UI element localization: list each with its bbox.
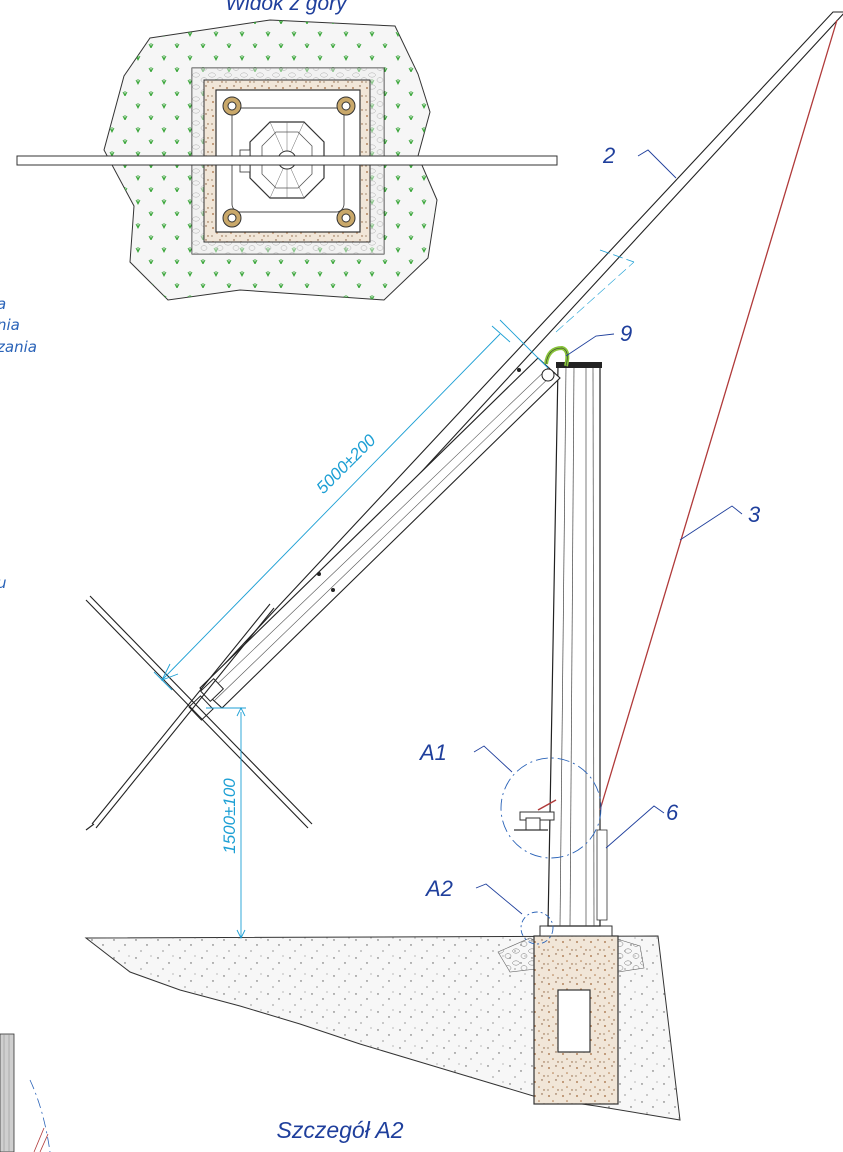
svg-text:6: 6 xyxy=(666,800,679,825)
dim-height: 1500±100 xyxy=(220,778,239,854)
fragment-2: nia xyxy=(0,316,20,334)
callout-9: 9 xyxy=(565,321,632,357)
svg-text:2: 2 xyxy=(602,143,615,168)
dimension-1500 xyxy=(206,706,246,940)
anchor-bolt-icon xyxy=(222,96,356,228)
fragment-1: a xyxy=(0,295,6,313)
svg-text:9: 9 xyxy=(620,321,632,346)
guy-wire xyxy=(599,19,838,811)
top-view xyxy=(16,19,558,301)
callout-a2: A2 xyxy=(424,876,554,945)
callout-2: 2 xyxy=(602,143,677,179)
callout-6: 6 xyxy=(605,800,679,849)
svg-text:A2: A2 xyxy=(424,876,453,901)
ground-section xyxy=(84,925,681,1121)
antenna-cross xyxy=(85,595,313,831)
dimension-5000 xyxy=(153,319,549,691)
detail-title: Szczegół A2 xyxy=(277,1117,404,1143)
fragment-3: zania xyxy=(0,338,37,356)
svg-text:A1: A1 xyxy=(418,740,447,765)
callout-a1: A1 xyxy=(418,740,602,859)
detail-a2-partial xyxy=(0,1033,51,1152)
dim-boom-length: 5000±200 xyxy=(313,430,380,497)
boom xyxy=(188,11,843,721)
boom-top-view xyxy=(16,155,558,166)
fragment-4: u xyxy=(0,574,7,592)
top-view-title: Widok z góry xyxy=(225,0,348,15)
foundation-opening xyxy=(557,989,591,1053)
svg-text:3: 3 xyxy=(748,502,761,527)
callout-3: 3 xyxy=(679,502,761,541)
mast xyxy=(514,362,608,927)
winch-icon xyxy=(514,799,557,831)
